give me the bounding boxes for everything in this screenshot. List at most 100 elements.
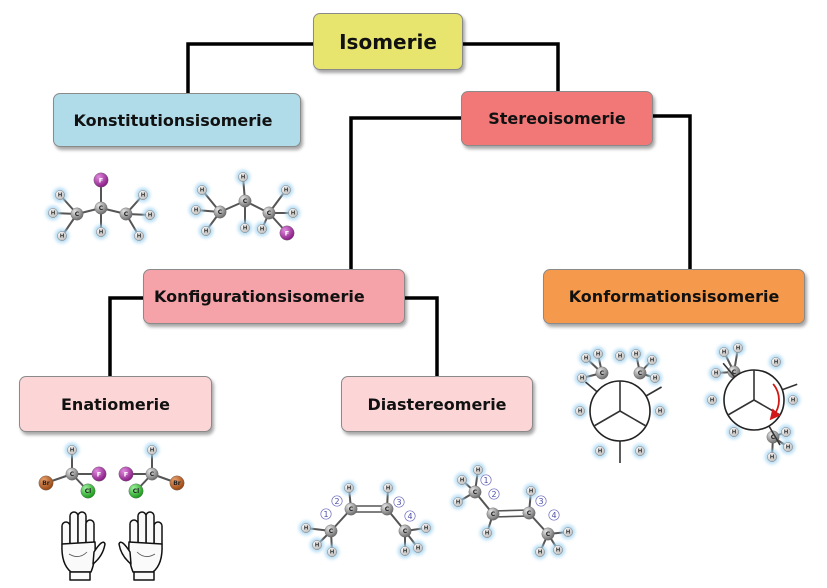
molecule-cis-2-butene-atom-carbon: C bbox=[380, 502, 394, 516]
molecule-trans-2-butene-atom-hydrogen: H bbox=[454, 472, 470, 488]
atom-symbol-hydrogen: H bbox=[580, 375, 585, 381]
newman-projection bbox=[585, 380, 662, 463]
molecule-enantiomer-b-atom-chlorine: Cl bbox=[128, 483, 144, 499]
atom-symbol-hydrogen: H bbox=[618, 353, 623, 359]
hand-left-icon bbox=[61, 511, 106, 581]
newman-projection-icon bbox=[585, 362, 798, 463]
atom-symbol-carbon: C bbox=[527, 510, 532, 517]
molecule-trans-2-butene-atom-hydrogen: H bbox=[532, 544, 548, 560]
atom-symbol-hydrogen: H bbox=[774, 359, 779, 365]
atom-symbol-hydrogen: H bbox=[784, 429, 789, 435]
atom-symbol-hydrogen: H bbox=[260, 226, 265, 232]
carbon-number-label: 4 bbox=[548, 509, 560, 521]
molecule-enantiomer-b-atom-carbon: C bbox=[145, 467, 159, 481]
rotation-arrow-icon bbox=[769, 383, 781, 421]
molecule-trans-2-butene-double-bond bbox=[493, 515, 530, 518]
atom-symbol-carbon: C bbox=[70, 471, 75, 478]
atom-symbol-carbon: C bbox=[385, 506, 390, 513]
molecule-2-fluoropropane-atom-carbon: C bbox=[94, 201, 108, 215]
atom-symbol-hydrogen: H bbox=[476, 467, 481, 473]
atom-symbol-fluorine: F bbox=[99, 176, 103, 184]
molecule-2-fluoropropane-atom-hydrogen: H bbox=[142, 207, 158, 223]
atom-symbol-hydrogen: H bbox=[650, 357, 655, 363]
atom-symbol-carbon: C bbox=[546, 531, 551, 538]
atom-symbol-fluorine: F bbox=[97, 470, 101, 478]
newman-right-substituents-atom-hydrogen: H bbox=[708, 365, 724, 381]
molecule-enantiomer-a-atom-chlorine: Cl bbox=[80, 483, 96, 499]
svg-text:2: 2 bbox=[491, 490, 496, 499]
atom-symbol-hydrogen: H bbox=[150, 447, 155, 453]
atom-symbol-carbon: C bbox=[329, 528, 334, 535]
svg-text:3: 3 bbox=[396, 498, 401, 507]
molecule-1-fluoropropane-atom-hydrogen: H bbox=[254, 221, 270, 237]
molecule-2-fluoropropane-atom-hydrogen: H bbox=[93, 224, 109, 240]
molecule-cis-2-butene-atom-hydrogen: H bbox=[380, 480, 396, 496]
molecule-1-fluoropropane-atom-carbon: C bbox=[213, 205, 227, 219]
newman-right-substituents-atom-hydrogen: H bbox=[768, 354, 784, 370]
atom-symbol-hydrogen: H bbox=[578, 408, 583, 414]
molecule-2-fluoropropane-atom-carbon: C bbox=[119, 207, 133, 221]
atom-symbol-fluorine: F bbox=[285, 229, 289, 237]
newman-left-substituents-atom-hydrogen: H bbox=[592, 443, 608, 459]
atom-symbol-carbon: C bbox=[124, 211, 129, 218]
molecule-1-fluoropropane-atom-hydrogen: H bbox=[235, 169, 251, 185]
molecule-cis-2-butene-atom-hydrogen: H bbox=[410, 540, 426, 556]
carbon-number-label: 3 bbox=[393, 496, 405, 508]
molecule-2-fluoropropane-atom-hydrogen: H bbox=[52, 187, 68, 203]
molecule-cis-2-butene-atom-hydrogen: H bbox=[397, 543, 413, 559]
atom-symbol-carbon: C bbox=[99, 205, 104, 212]
newman-left-substituents-atom-hydrogen: H bbox=[574, 370, 590, 386]
node-diastereomerie-label: Diastereomerie bbox=[367, 394, 507, 414]
molecule-enantiomer-b-atom-hydrogen: H bbox=[144, 442, 160, 458]
atom-symbol-hydrogen: H bbox=[584, 355, 589, 361]
newman-left-substituents-atom-carbon: C bbox=[595, 366, 609, 380]
molecule-enantiomer-a-atom-bromine: Br bbox=[38, 475, 54, 491]
atom-symbol-carbon: C bbox=[638, 370, 643, 377]
carbon-number-label: 4 bbox=[404, 510, 416, 522]
node-konformationsisomerie: Konformationsisomerie bbox=[543, 269, 805, 324]
newman-right-substituents-atom-hydrogen: H bbox=[726, 424, 742, 440]
molecule-trans-2-butene-atom-hydrogen: H bbox=[550, 542, 566, 558]
atom-symbol-carbon: C bbox=[403, 528, 408, 535]
molecule-2-fluoropropane-atom-fluorine: F bbox=[93, 172, 109, 188]
newman-left-substituents-atom-hydrogen: H bbox=[632, 443, 648, 459]
atom-symbol-hydrogen: H bbox=[386, 485, 391, 491]
atom-symbol-hydrogen: H bbox=[460, 477, 465, 483]
svg-text:4: 4 bbox=[407, 512, 412, 521]
atom-symbol-carbon: C bbox=[349, 506, 354, 513]
node-diastereomerie: Diastereomerie bbox=[341, 376, 533, 432]
carbon-number-label: 1 bbox=[480, 474, 492, 486]
molecule-enantiomer-a-atom-carbon: C bbox=[65, 467, 79, 481]
molecule-1-fluoropropane-atom-carbon: C bbox=[238, 194, 252, 208]
molecule-enantiomer-b-atom-bromine: Br bbox=[169, 475, 185, 491]
atom-symbol-hydrogen: H bbox=[204, 228, 209, 234]
atom-symbol-bromine: Br bbox=[173, 480, 181, 487]
atom-symbol-hydrogen: H bbox=[732, 429, 737, 435]
molecule-2-fluoropropane-atom-hydrogen: H bbox=[131, 228, 147, 244]
atom-symbol-carbon: C bbox=[491, 511, 496, 518]
newman-right-substituents-atom-hydrogen: H bbox=[780, 439, 796, 455]
molecule-cis-2-butene-atom-carbon: C bbox=[398, 524, 412, 538]
connector-konfig-enantio bbox=[108, 296, 143, 376]
connector-isomerie-konstitution bbox=[186, 42, 313, 93]
molecule-1-fluoropropane-atom-hydrogen: H bbox=[285, 205, 301, 221]
molecule-cis-2-butene-atom-hydrogen: H bbox=[309, 537, 325, 553]
connector-stereo-konfiguration bbox=[349, 116, 461, 269]
molecule-trans-2-butene-atom-hydrogen: H bbox=[479, 525, 495, 541]
atom-symbol-carbon: C bbox=[150, 471, 155, 478]
svg-text:2: 2 bbox=[334, 497, 339, 506]
atom-symbol-hydrogen: H bbox=[634, 351, 639, 357]
atom-symbol-chlorine: Cl bbox=[85, 488, 91, 495]
atom-symbol-hydrogen: H bbox=[194, 207, 199, 213]
atom-symbol-hydrogen: H bbox=[538, 549, 543, 555]
molecule-cis-2-butene-atom-hydrogen: H bbox=[324, 544, 340, 560]
atom-symbol-fluorine: F bbox=[124, 470, 128, 478]
carbon-number-label: 3 bbox=[535, 495, 547, 507]
atom-symbol-hydrogen: H bbox=[51, 210, 56, 216]
molecule-cis-2-butene-atom-hydrogen: H bbox=[418, 520, 434, 536]
newman-right-substituents-atom-hydrogen: H bbox=[716, 344, 732, 360]
atom-symbol-hydrogen: H bbox=[653, 375, 658, 381]
node-enantiomerie: Enatiomerie bbox=[19, 376, 212, 432]
atom-symbol-hydrogen: H bbox=[60, 233, 65, 239]
newman-left-substituents-atom-hydrogen: H bbox=[572, 403, 588, 419]
